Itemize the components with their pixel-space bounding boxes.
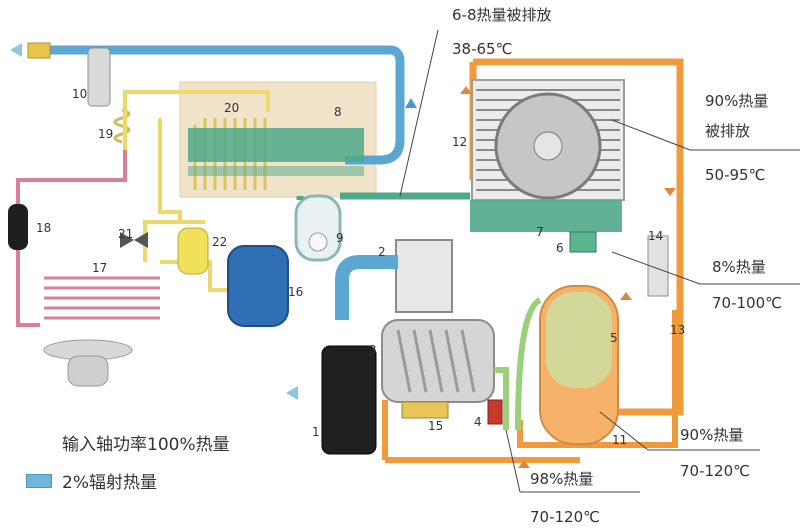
drier-18 [8, 204, 28, 250]
part-number: 5 [610, 331, 618, 345]
condenser-17 [44, 276, 160, 320]
separator-9 [294, 194, 342, 262]
intake-arrow-icon [286, 386, 298, 400]
annotation-bottom-heat: 98%热量 [530, 470, 594, 488]
annotation-oil-temp: 70-100℃ [712, 294, 782, 312]
flow-arrows-blue [405, 98, 417, 108]
annotation-oil-heat: 8%热量 [712, 258, 766, 276]
outlet-arrow-icon [10, 43, 22, 57]
part-number: 9 [336, 231, 344, 245]
part-number: 15 [428, 419, 444, 433]
leader-lines [399, 29, 800, 493]
annotation-cooler-heat: 90%热量 [705, 92, 769, 110]
filter-body [87, 47, 111, 107]
part-number: 20 [224, 101, 240, 115]
part-number: 14 [648, 229, 664, 243]
condenser-motor [67, 355, 109, 387]
part-number: 2 [378, 245, 386, 259]
refrigerant-line-yellow-2 [158, 118, 182, 222]
part-number: 19 [98, 127, 114, 141]
air-outlet-pipe [30, 45, 405, 165]
legend-radiation: 2%辐射热量 [62, 473, 157, 493]
outlet-valve [27, 42, 51, 59]
legend-input-power: 输入轴功率100%热量 [62, 435, 230, 455]
part-number: 7 [536, 225, 544, 239]
annotation-cooler-temp: 50-95℃ [705, 166, 766, 184]
annotation-top-heat: 6-8热量被排放 [452, 6, 552, 24]
part-number: 8 [334, 105, 342, 119]
green-return [494, 297, 542, 431]
dryer-teal-core [188, 128, 364, 162]
part-number: 3 [369, 343, 377, 357]
flow-arrows [460, 86, 676, 468]
fitting-4 [487, 399, 503, 425]
part-number: 10 [72, 87, 88, 101]
part-number: 17 [92, 261, 108, 275]
cooler-fan-hub [533, 131, 563, 161]
part-number: 1 [312, 425, 320, 439]
refrig-compressor-16 [227, 245, 289, 327]
part-number: 16 [288, 285, 304, 299]
annotation-bottom-temp: 70-120℃ [530, 508, 600, 526]
part-number: 18 [36, 221, 52, 235]
oil-filter-14 [647, 235, 669, 297]
part-number: 22 [212, 235, 228, 249]
thermostat-valve-6 [569, 231, 597, 253]
annotation-sep-temp: 70-120℃ [680, 462, 750, 480]
part-number: 4 [474, 415, 482, 429]
water-line [296, 192, 470, 200]
intake-pipe [335, 255, 398, 320]
refrigerant-line-yellow [123, 90, 270, 150]
oil-tank-air [546, 292, 612, 388]
part-number: 6 [556, 241, 564, 255]
legend-swatch-blue-icon [26, 474, 52, 488]
part-number: 21 [118, 227, 134, 241]
part-number: 12 [452, 135, 468, 149]
cooler-7 [470, 200, 622, 232]
annotation-cooler-heat-2: 被排放 [705, 122, 751, 140]
coil-19 [113, 108, 131, 144]
annotation-top-temp: 38-65℃ [452, 40, 513, 58]
fitting-15 [401, 401, 449, 419]
screw-threads [396, 329, 476, 393]
separator-ball [308, 232, 328, 252]
annotation-sep-heat: 90%热量 [680, 426, 744, 444]
refrigerant-line-pink [16, 150, 127, 327]
receiver-22 [177, 227, 209, 275]
dryer-teal-core-2 [188, 166, 364, 176]
part-number: 11 [612, 433, 628, 447]
air-filter-1 [321, 345, 377, 455]
intake-valve-2 [395, 239, 453, 313]
expansion-valve-21 [120, 232, 134, 248]
expansion-valve-21b [134, 232, 148, 248]
oil-circuit-lower [382, 310, 678, 463]
part-number: 13 [670, 323, 686, 337]
